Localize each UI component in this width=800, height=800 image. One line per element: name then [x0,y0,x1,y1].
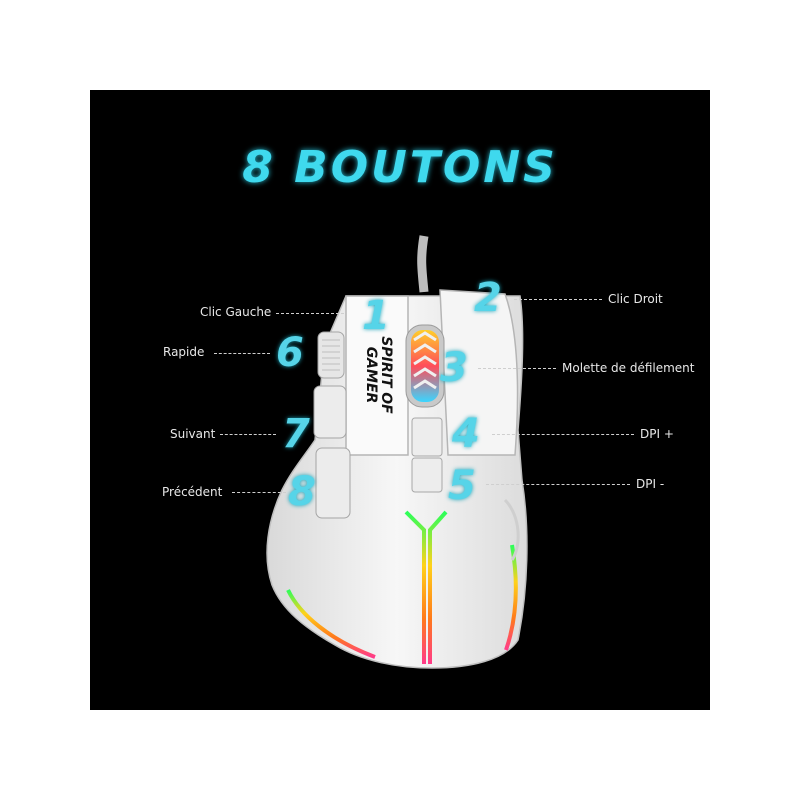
number-8: 8 [288,469,316,515]
side-button-suivant [313,385,347,439]
label-suivant: Suivant [170,427,216,441]
mouse-cable [417,235,429,293]
leader-line-6 [214,353,270,354]
label-clic-gauche: Clic Gauche [200,305,272,319]
number-1: 1 [362,293,390,339]
number-4: 4 [452,411,480,457]
leader-line-3 [478,368,556,369]
number-2: 2 [474,275,502,321]
dpi-minus-button-shape [411,457,443,493]
side-button-precedent [315,447,351,519]
rgb-left-strip [286,589,376,659]
brand-line-1: SPIRIT OF [378,336,394,414]
label-molette: Molette de défilement [562,361,695,375]
page-title: 8 BOUTONS [242,142,558,193]
number-7: 7 [282,411,310,457]
mouse-brand-logo: SPIRIT OF GAMER [363,325,394,425]
number-3: 3 [440,345,468,391]
number-5: 5 [448,463,476,509]
side-button-rapide [317,331,345,379]
dpi-plus-button-shape [411,417,443,457]
leader-line-2 [514,299,602,300]
label-dpi-minus: DPI - [636,477,665,491]
rgb-center-strip [404,510,448,664]
brand-line-2: GAMER [363,346,379,404]
leader-line-8 [232,492,286,493]
number-6: 6 [276,330,304,376]
leader-line-1 [276,313,344,314]
label-rapide: Rapide [163,345,205,359]
label-clic-droit: Clic Droit [608,292,663,306]
right-click-panel [439,289,519,456]
label-dpi-plus: DPI + [640,427,674,441]
leader-line-7 [220,434,276,435]
leader-line-4 [492,434,634,435]
leader-line-5 [486,484,630,485]
label-precedent: Précédent [162,485,223,499]
